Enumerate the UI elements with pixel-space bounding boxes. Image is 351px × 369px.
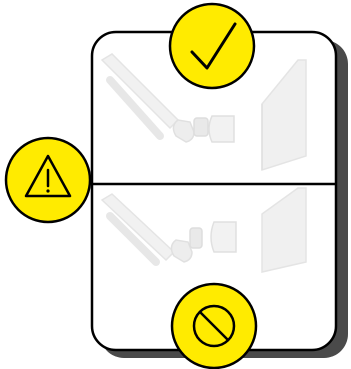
prohibited-badge xyxy=(172,284,256,368)
check-badge xyxy=(170,4,254,88)
warning-badge xyxy=(6,138,90,222)
